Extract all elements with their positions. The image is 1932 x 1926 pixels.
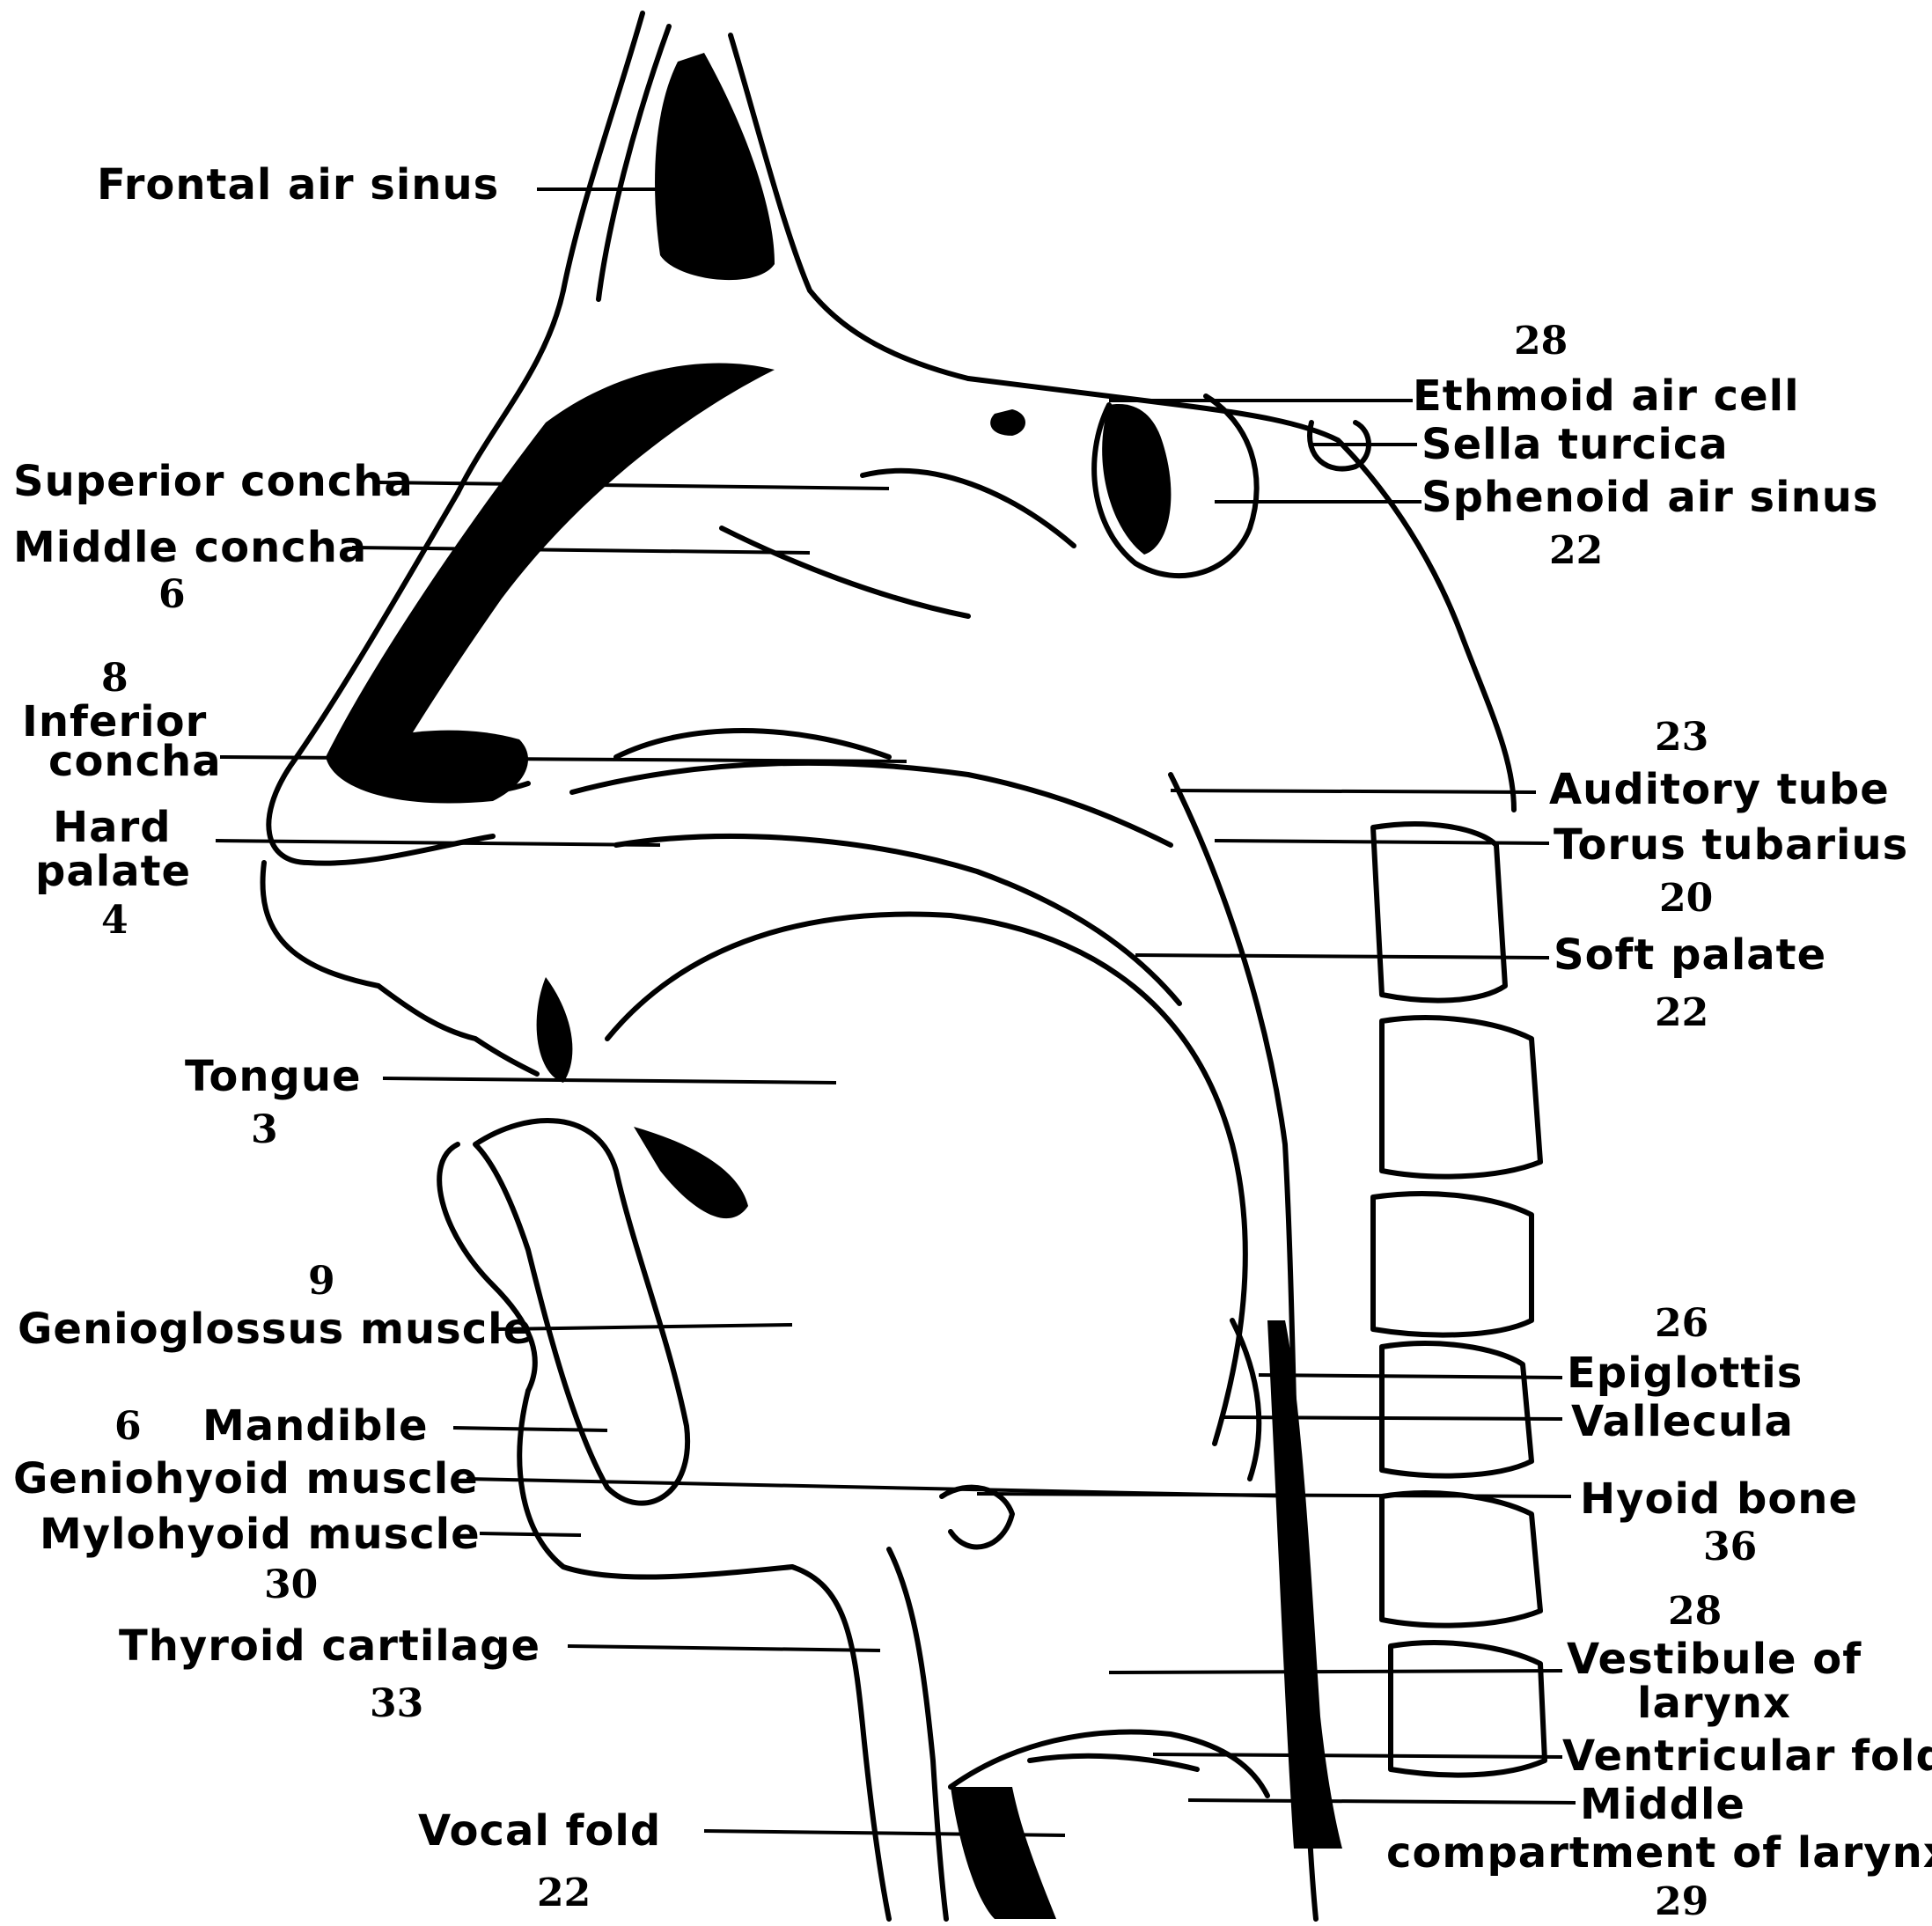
upper-lip xyxy=(263,863,537,1074)
pharynx-shadow xyxy=(1267,1320,1342,1849)
leader-soft-palate xyxy=(1135,955,1549,958)
label-inferior-concha-line2: concha xyxy=(48,739,222,783)
leader-torus xyxy=(1215,841,1549,843)
label-vestibule-line1: Vestibule of xyxy=(1567,1637,1862,1681)
number-ethmoid: 28 xyxy=(1514,319,1568,364)
label-genioglossus-muscle: Genioglossus muscle xyxy=(18,1307,533,1351)
number-hard-palate: 4 xyxy=(101,898,129,943)
label-mandible: Mandible xyxy=(202,1404,429,1448)
leader-ventricular xyxy=(1153,1754,1562,1757)
label-sphenoid-air-sinus: Sphenoid air sinus xyxy=(1421,475,1879,519)
vertebra-4 xyxy=(1382,1343,1532,1475)
label-torus-tubarius: Torus tubarius xyxy=(1554,823,1908,867)
vertebra-1 xyxy=(1373,824,1505,1000)
label-middle-line2: compartment of larynx xyxy=(1386,1831,1932,1875)
leader-hyoid xyxy=(977,1494,1571,1496)
label-tongue: Tongue xyxy=(185,1055,362,1099)
tongue-tip-shadow xyxy=(634,1127,748,1218)
lower-lip xyxy=(439,1144,535,1391)
label-vocal-fold: Vocal fold xyxy=(418,1809,661,1853)
frontal-sinus-fill xyxy=(655,53,775,280)
label-sella-turcica: Sella turcica xyxy=(1421,423,1729,467)
number-thyroid: 33 xyxy=(370,1681,423,1726)
label-geniohyoid-muscle: Geniohyoid muscle xyxy=(13,1457,479,1501)
leader-inferior-concha xyxy=(220,757,907,761)
label-hard-palate-line2: palate xyxy=(35,849,191,893)
lip-shadow xyxy=(537,977,573,1083)
label-mylohyoid-muscle: Mylohyoid muscle xyxy=(40,1512,481,1556)
number-sphenoid: 22 xyxy=(1549,528,1603,573)
label-superior-concha: Superior concha xyxy=(13,459,414,504)
larynx-shadow xyxy=(951,1787,1056,1919)
number-middle-concha: 6 xyxy=(158,572,186,617)
label-thyroid-cartilage: Thyroid cartilage xyxy=(119,1624,540,1668)
label-hyoid-bone: Hyoid bone xyxy=(1580,1477,1858,1521)
leader-auditory-tube xyxy=(1171,790,1536,792)
middle-concha-shape xyxy=(722,528,968,616)
label-hard-palate-line1: Hard xyxy=(53,805,172,849)
leader-middle xyxy=(1188,1800,1576,1803)
number-genioglossus: 9 xyxy=(308,1259,335,1304)
label-middle-line1: Middle xyxy=(1580,1783,1745,1827)
label-ventricular-fold: Ventricular fold xyxy=(1562,1734,1932,1778)
superior-concha-shape xyxy=(863,471,1074,546)
number-inferior-concha: 8 xyxy=(101,656,129,701)
inferior-concha-shape xyxy=(616,731,889,757)
label-auditory-tube: Auditory tube xyxy=(1549,768,1890,812)
label-vallecula: Vallecula xyxy=(1571,1400,1794,1444)
leader-mylohyoid xyxy=(480,1533,581,1535)
leader-vestibule xyxy=(1109,1671,1562,1672)
number-torus: 20 xyxy=(1659,876,1713,921)
nasal-cavity-shadow xyxy=(326,364,775,793)
number-mandible: 6 xyxy=(114,1404,142,1449)
label-soft-palate: Soft palate xyxy=(1554,933,1826,977)
vertebra-2 xyxy=(1382,1018,1540,1176)
number-auditory-tube: 23 xyxy=(1655,715,1708,760)
vertebra-5 xyxy=(1382,1493,1540,1625)
label-epiglottis: Epiglottis xyxy=(1567,1351,1803,1395)
leader-vallecula xyxy=(1223,1417,1562,1419)
palate xyxy=(616,836,1179,1003)
leader-tongue xyxy=(383,1078,836,1083)
leader-superior-concha xyxy=(378,482,889,489)
number-vestibule: 28 xyxy=(1668,1589,1722,1634)
label-ethmoid-air-cell: Ethmoid air cell xyxy=(1413,374,1800,418)
label-frontal-air-sinus: Frontal air sinus xyxy=(97,163,499,207)
ethmoid-fill xyxy=(990,409,1025,436)
larynx-outline xyxy=(951,1732,1267,1797)
neck-front xyxy=(792,1567,889,1919)
number-mylohyoid: 30 xyxy=(264,1562,318,1607)
label-vestibule-line2: larynx xyxy=(1637,1681,1791,1725)
number-soft-palate: 22 xyxy=(1655,990,1708,1035)
leader-genioglossus xyxy=(497,1325,792,1329)
nasal-floor xyxy=(572,763,1171,845)
label-middle-concha: Middle concha xyxy=(13,526,367,570)
neck-front-inner xyxy=(889,1549,946,1919)
leader-epiglottis xyxy=(1259,1375,1562,1378)
leader-mandible xyxy=(453,1428,607,1430)
hyoid-shape xyxy=(942,1488,1012,1547)
ventricular-fold-shape xyxy=(1030,1756,1197,1769)
number-vocal-fold: 22 xyxy=(537,1871,591,1915)
number-hyoid: 36 xyxy=(1703,1525,1757,1569)
number-tongue: 3 xyxy=(251,1107,278,1152)
leader-thyroid xyxy=(568,1646,880,1650)
number-middle-compartment: 29 xyxy=(1655,1879,1708,1924)
number-epiglottis: 26 xyxy=(1655,1301,1708,1346)
leader-hard-palate xyxy=(216,841,660,845)
vertebra-3 xyxy=(1373,1194,1532,1334)
